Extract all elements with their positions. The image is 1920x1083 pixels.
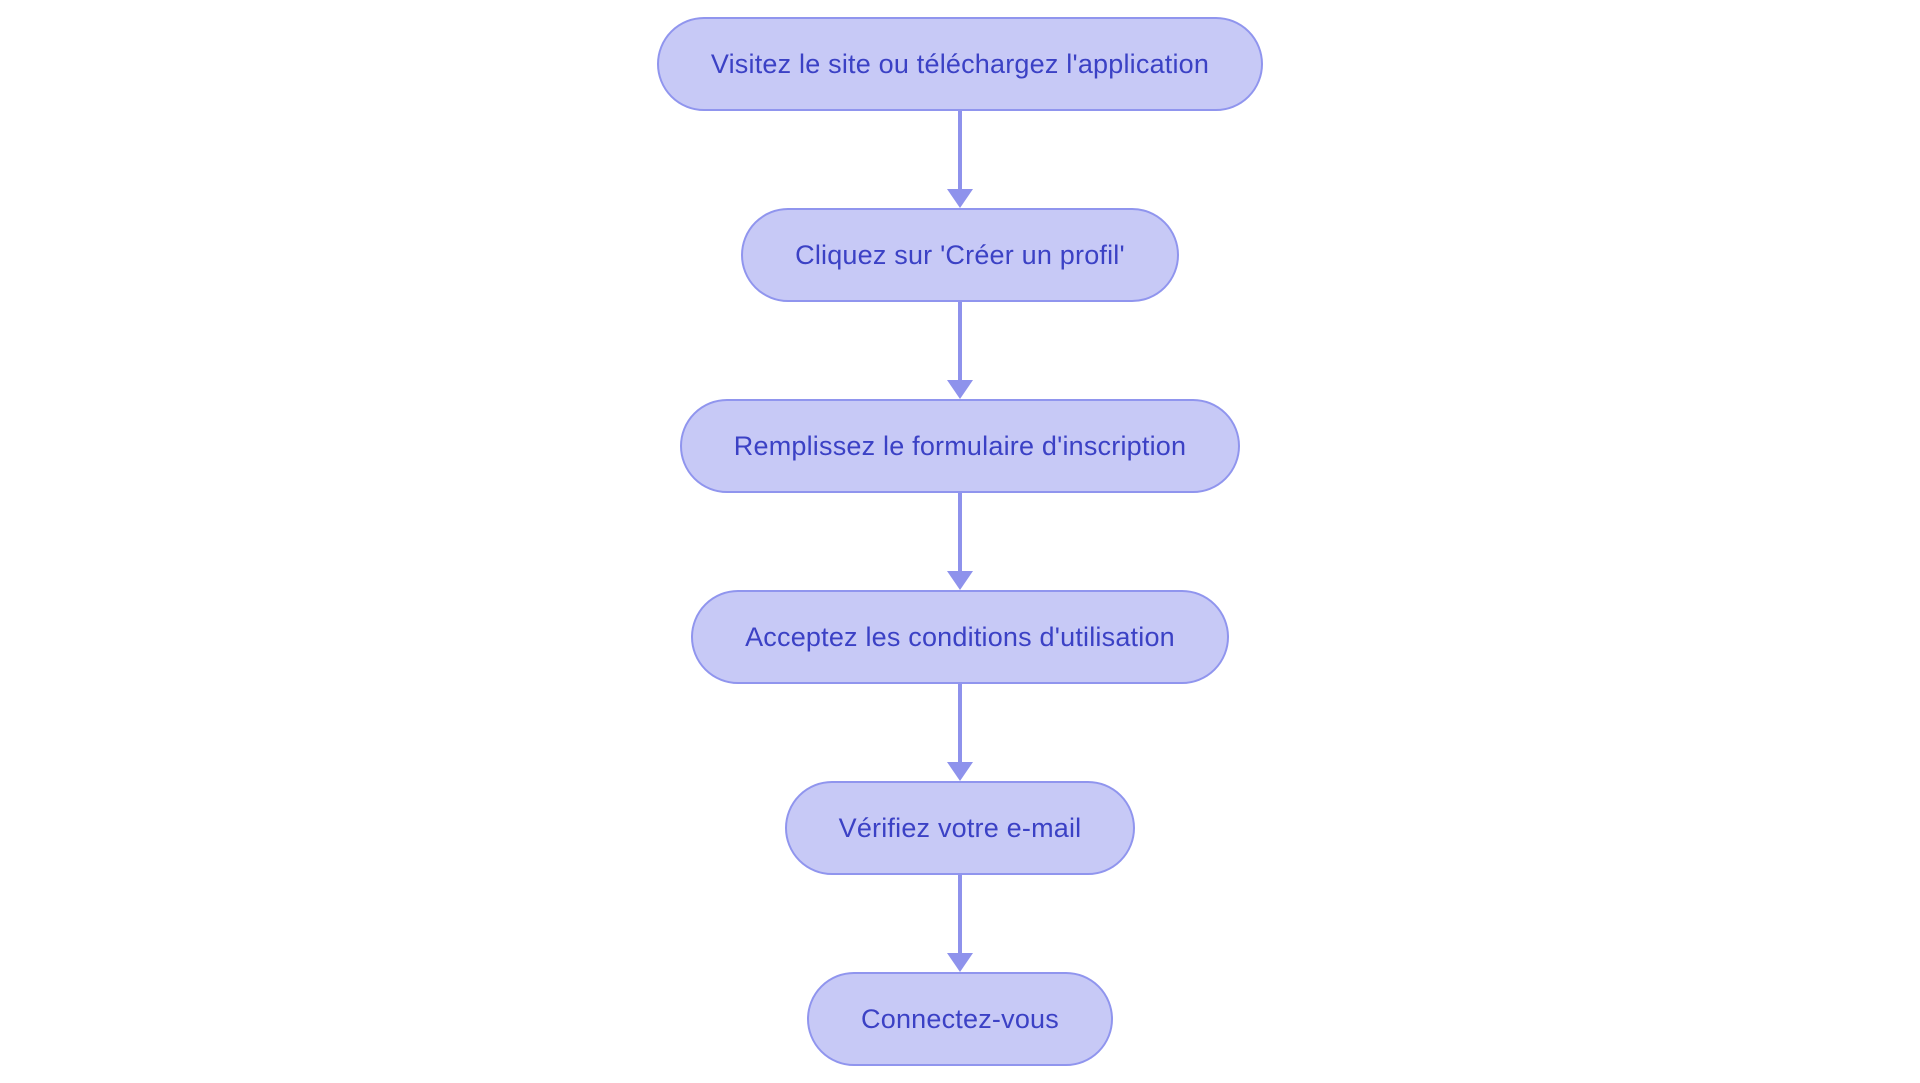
flow-node-click-create-profile: Cliquez sur 'Créer un profil' xyxy=(741,208,1179,302)
arrow-head-icon xyxy=(947,571,973,590)
arrow-head-icon xyxy=(947,762,973,781)
arrow-line xyxy=(958,493,962,571)
flow-node-label: Cliquez sur 'Créer un profil' xyxy=(795,239,1125,270)
flow-node-fill-registration-form: Remplissez le formulaire d'inscription xyxy=(679,399,1241,493)
flow-arrow xyxy=(947,111,973,208)
flow-arrow xyxy=(947,493,973,590)
flow-node-accept-terms: Acceptez les conditions d'utilisation xyxy=(691,590,1229,684)
flow-arrow xyxy=(947,302,973,399)
arrow-head-icon xyxy=(947,189,973,208)
flow-node-log-in: Connectez-vous xyxy=(807,972,1113,1066)
flow-node-label: Remplissez le formulaire d'inscription xyxy=(733,430,1187,461)
flow-arrow xyxy=(947,684,973,781)
flow-node-label: Connectez-vous xyxy=(861,1003,1059,1034)
arrow-line xyxy=(958,875,962,953)
arrow-line xyxy=(958,302,962,380)
flow-node-label: Vérifiez votre e-mail xyxy=(838,812,1082,843)
arrow-line xyxy=(958,684,962,762)
flow-arrow xyxy=(947,875,973,972)
flow-node-visit-site: Visitez le site ou téléchargez l'applica… xyxy=(656,17,1264,111)
arrow-head-icon xyxy=(947,953,973,972)
flow-node-verify-email: Vérifiez votre e-mail xyxy=(784,781,1136,875)
arrow-line xyxy=(958,111,962,189)
flow-node-label: Acceptez les conditions d'utilisation xyxy=(745,621,1175,652)
arrow-head-icon xyxy=(947,380,973,399)
flow-node-label: Visitez le site ou téléchargez l'applica… xyxy=(710,48,1210,79)
